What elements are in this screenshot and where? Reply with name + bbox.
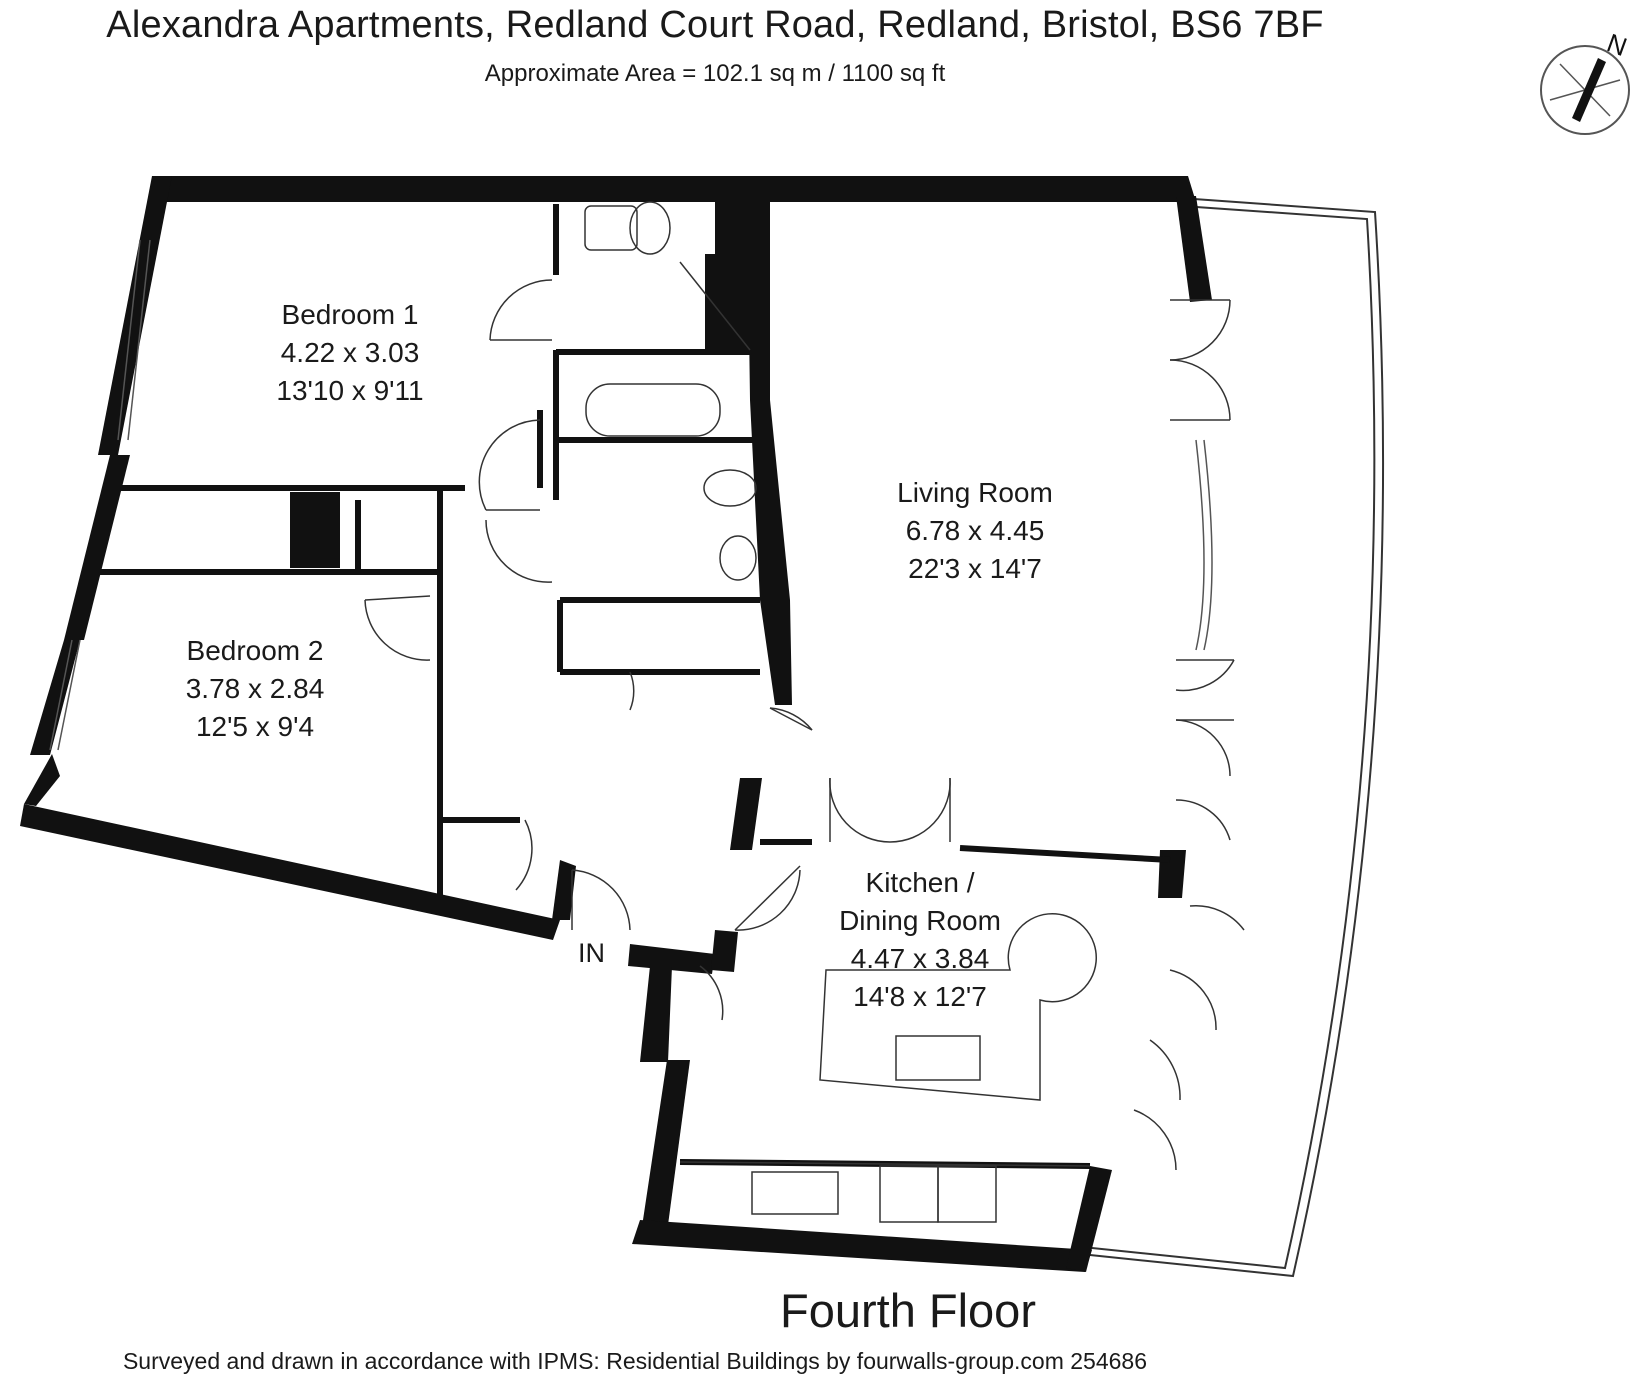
kitchen-island — [819, 912, 1098, 1101]
room-metric: 3.78 x 2.84 — [185, 673, 325, 704]
room-name: Kitchen / — [865, 867, 975, 898]
room-metric: 4.47 x 3.84 — [850, 943, 990, 974]
room-name-line-2: Dining Room — [839, 905, 1001, 936]
room-bedroom-1: Bedroom 1 4.22 x 3.03 13'10 x 9'11 — [250, 296, 450, 410]
door-swings — [364, 279, 1245, 1171]
room-living-room: Living Room 6.78 x 4.45 22'3 x 14'7 — [875, 474, 1075, 588]
floor-label: Fourth Floor — [780, 1284, 1036, 1337]
room-kitchen-dining: Kitchen / Dining Room 4.47 x 3.84 14'8 x… — [810, 864, 1030, 1016]
room-metric: 4.22 x 3.03 — [280, 337, 420, 368]
page-title: Alexandra Apartments, Redland Court Road… — [106, 4, 1324, 46]
kitchen-worktop — [679, 1161, 1091, 1223]
room-imperial: 12'5 x 9'4 — [195, 711, 315, 742]
room-imperial: 13'10 x 9'11 — [276, 375, 424, 406]
entrance-label: IN — [578, 938, 605, 968]
room-name: Bedroom 1 — [281, 299, 419, 330]
compass-icon: N — [1540, 30, 1631, 135]
survey-footer: Surveyed and drawn in accordance with IP… — [122, 1348, 1148, 1374]
room-imperial: 14'8 x 12'7 — [853, 981, 987, 1012]
outer-walls — [20, 176, 1212, 1272]
balcony-outline — [1089, 197, 1385, 1278]
room-metric: 6.78 x 4.45 — [905, 515, 1045, 546]
bathroom-fixtures — [584, 201, 757, 581]
room-name: Living Room — [897, 477, 1053, 508]
room-name: Bedroom 2 — [186, 635, 324, 666]
room-bedroom-2: Bedroom 2 3.78 x 2.84 12'5 x 9'4 — [155, 632, 355, 746]
area-summary: Approximate Area = 102.1 sq m / 1100 sq … — [484, 60, 946, 87]
room-imperial: 22'3 x 14'7 — [908, 553, 1042, 584]
windows — [49, 239, 1213, 751]
